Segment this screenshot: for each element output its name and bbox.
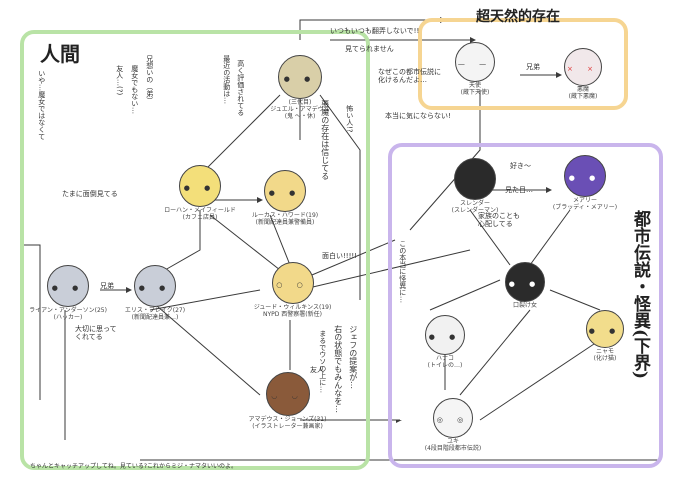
avatar-mary: ● ● xyxy=(564,155,606,197)
supernatural-group-title: 超天然的存在 xyxy=(476,9,560,25)
character-yuki: ◎ ◎ ユキ (4段目階段都市伝説) xyxy=(408,398,498,453)
label-bottom-note: ちゃんとキャッチアップしてね。見ている?これからミジ・ナマタいいのよ。 xyxy=(30,463,238,470)
note-v7: 悪魔の存在は信じてる xyxy=(320,100,330,180)
note-v9: ジェフの提案が… xyxy=(348,325,358,389)
label-cross1: なぜこの都市伝説に 化けるんだよ… xyxy=(378,68,441,85)
avatar-hanako: ● ● xyxy=(425,315,465,355)
label-left-text: たまに面倒見てる xyxy=(62,190,118,198)
character-jude: ○ ○ ジュード・ウィルキンス(19) NYPD 西警察署(新任) xyxy=(245,262,340,319)
character-hanako: ● ● ハナコ (トイレの…) xyxy=(410,315,480,370)
urban-group-title: 都市伝説・怪異(下界) xyxy=(630,210,650,380)
character-slender: スレンダー (スレンダーマン) xyxy=(440,158,510,215)
avatar-rohan: ● ● xyxy=(179,165,221,207)
note-v10: 右の状態でもみんなを… xyxy=(333,325,343,413)
label-mitame: 見た目… xyxy=(505,186,533,194)
avatar-ryan: ● ● xyxy=(47,265,89,307)
note-v1: いや…魔女ではなくて xyxy=(37,70,46,140)
character-ellis: ● ● エリス・ブレイク(27) (新聞配達員兼…) xyxy=(110,265,200,322)
human-group-title: 人間 xyxy=(40,42,80,66)
label-kyodai-left: 兄弟 xyxy=(100,282,114,290)
note-v5: 最近の活動は… xyxy=(222,55,231,104)
character-kuchi: ● ● 口裂け女 xyxy=(490,262,560,310)
avatar-tenshi: — — xyxy=(455,42,495,82)
avatar-kuchi: ● ● xyxy=(505,262,545,302)
note-v2: 友人…(?) xyxy=(115,65,124,96)
label-taiset: 大切に思って くれてる xyxy=(75,325,117,342)
character-rev: ◡ ◡ アマデウス・ジョーンズ(31) (イラストレーター兼画家) xyxy=(240,372,335,431)
label-top-note: いつもいつも翻弄しないで!! xyxy=(330,27,420,35)
avatar-jude: ○ ○ xyxy=(271,262,314,304)
character-lucas: ● ● ルーカス・ハワード(19) (新聞配達員兼警備員) xyxy=(240,170,330,227)
note-v11: まるでウソの上に… xyxy=(318,330,327,393)
label-friends: 友人 xyxy=(310,366,324,374)
label-amai: 面白い!!!!! xyxy=(322,252,358,260)
avatar-neko: ● ● xyxy=(586,310,624,348)
note-v12: この本当に怪異に… xyxy=(398,240,407,303)
note-v4: 兄想いの（弟） xyxy=(145,55,154,104)
label-kyodai: 兄弟 xyxy=(526,63,540,71)
avatar-ellis: ● ● xyxy=(134,265,176,307)
character-shioya: ● ● (三代目) ジュエル・アマデウス (鬼 ～・休) xyxy=(255,55,345,121)
character-tenshi: — — 天使 (蔵下天使) xyxy=(440,42,510,97)
avatar-rev: ◡ ◡ xyxy=(265,372,310,416)
label-suki: 好き～ xyxy=(510,162,531,170)
character-rohan: ● ● ローハン・メイフィールド (カフェ店員) xyxy=(160,165,240,222)
character-ryan: ● ● ライアン・アンダーソン(25) (ハッカー) xyxy=(28,265,108,322)
character-mary: ● ● メアリー (ブラッディ・メアリー) xyxy=(545,155,625,212)
avatar-akuma: × × xyxy=(564,48,602,86)
avatar-lucas: ● ● xyxy=(264,170,306,212)
note-v6: 高く評価されてる xyxy=(236,60,245,116)
label-honto: 本当に気にならない! xyxy=(385,112,451,120)
avatar-shioya: ● ● xyxy=(278,55,322,99)
note-v3: 魔女でもない… xyxy=(130,65,139,114)
avatar-slender xyxy=(454,158,496,200)
urban-legend-group xyxy=(388,143,663,468)
label-top-note2: 見てられません xyxy=(345,45,394,53)
human-group xyxy=(20,30,370,470)
supernatural-group xyxy=(418,18,628,110)
label-kazoku: 家族のことも 心配してる xyxy=(478,212,520,229)
character-neko: ● ● ニャモ (化け猫) xyxy=(575,310,635,363)
character-akuma: × × 悪魔 (蔵下悪魔) xyxy=(548,48,618,101)
avatar-yuki: ◎ ◎ xyxy=(433,398,473,438)
note-v8: 怖い人!? xyxy=(345,105,354,133)
